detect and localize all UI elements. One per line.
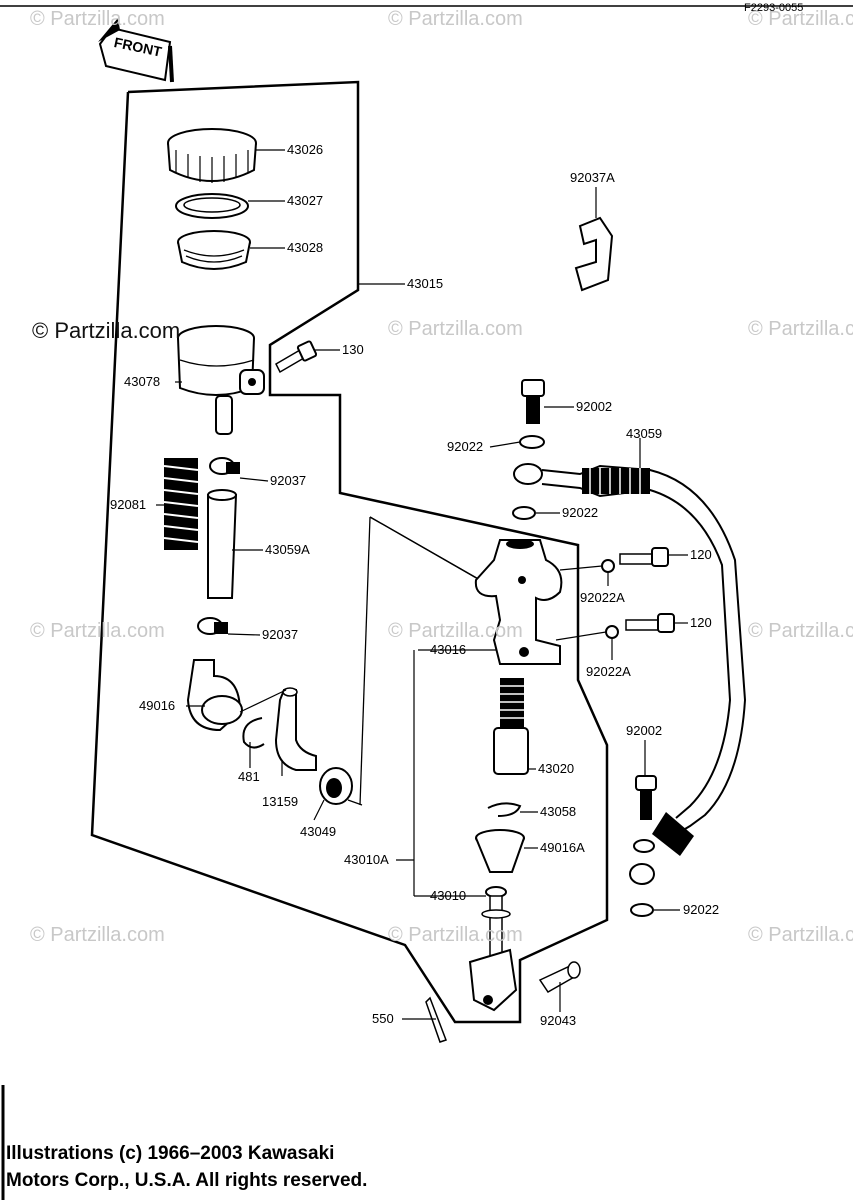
clamp-92037-lower: [197, 617, 228, 635]
watermark: © Partzilla.com: [388, 8, 523, 30]
part-label-43016[interactable]: 43016: [430, 642, 467, 657]
reservoir-cap-43026: [167, 128, 257, 183]
cylinder-body-43016: [474, 539, 563, 665]
reservoir-43078: [177, 325, 265, 435]
part-label-43026[interactable]: 43026: [287, 142, 324, 157]
clamp-92037-upper: [209, 457, 240, 475]
part-label-49016a[interactable]: 49016A: [540, 840, 585, 855]
part-label-43058[interactable]: 43058: [540, 804, 577, 819]
circlip-43058: [487, 802, 522, 817]
copyright-notice: Illustrations (c) 1966–2003 Kawasaki Mot…: [6, 1140, 367, 1194]
part-label-92022-a[interactable]: 92022: [447, 439, 484, 454]
part-label-130[interactable]: 130: [342, 342, 364, 357]
front-arrow: [98, 18, 174, 83]
part-label-92002-lower[interactable]: 92002: [626, 723, 663, 738]
part-label-92081[interactable]: 92081: [110, 497, 147, 512]
watermark: © Partzilla.com: [748, 620, 853, 642]
circlip-481: [242, 717, 265, 749]
banjo-bolt-92002-upper: [521, 379, 545, 424]
part-label-92002-upper[interactable]: 92002: [576, 399, 613, 414]
watermark: © Partzilla.com: [388, 620, 523, 642]
cotter-pin-550: [425, 996, 447, 1043]
part-label-43028[interactable]: 43028: [287, 240, 324, 255]
part-label-92037a[interactable]: 92037A: [570, 170, 615, 185]
push-rod-43010: [468, 886, 518, 1012]
clip-92037a: [574, 216, 614, 292]
watermark: © Partzilla.com: [748, 318, 853, 340]
part-label-120-upper[interactable]: 120: [690, 547, 712, 562]
part-label-49016[interactable]: 49016: [139, 698, 176, 713]
boot-49016a: [475, 829, 525, 873]
diaphragm-43028: [177, 230, 251, 270]
bolt-120-lower: [605, 613, 675, 639]
part-label-43059[interactable]: 43059: [626, 426, 663, 441]
part-label-43015[interactable]: 43015: [407, 276, 444, 291]
bolt-130: [275, 340, 318, 374]
part-label-43010a[interactable]: 43010A: [344, 852, 389, 867]
copyright-line-1: Illustrations (c) 1966–2003 Kawasaki: [6, 1143, 335, 1164]
part-label-43049[interactable]: 43049: [300, 824, 337, 839]
hose-43059a: [207, 489, 238, 599]
fitting-49016: [186, 659, 243, 732]
watermark: © Partzilla.com: [30, 620, 165, 642]
copyright-line-2: Motors Corp., U.S.A. All rights reserved…: [6, 1170, 368, 1191]
diaphragm-plate-43027: [175, 193, 249, 219]
part-label-92037-upper[interactable]: 92037: [270, 473, 307, 488]
watermark: © Partzilla.com: [30, 8, 165, 30]
part-label-92022-c[interactable]: 92022: [683, 902, 720, 917]
part-label-43059a[interactable]: 43059A: [265, 542, 310, 557]
part-label-92037-lower[interactable]: 92037: [262, 627, 299, 642]
part-label-43078[interactable]: 43078: [124, 374, 161, 389]
piston-43020: [493, 678, 529, 775]
bolt-120-upper: [601, 547, 669, 573]
part-label-550[interactable]: 550: [372, 1011, 394, 1026]
watermark-dark: © Partzilla.com: [32, 318, 181, 343]
part-label-120-lower[interactable]: 120: [690, 615, 712, 630]
watermark: © Partzilla.com: [388, 318, 523, 340]
assembly-outline-43015: [90, 80, 609, 1024]
diagram-code: F2293-0055: [744, 2, 804, 14]
part-label-43010[interactable]: 43010: [430, 888, 467, 903]
part-label-92022a-upper[interactable]: 92022A: [580, 590, 625, 605]
watermark: © Partzilla.com: [30, 924, 165, 946]
part-label-92022a-lower[interactable]: 92022A: [586, 664, 631, 679]
leader-lines: [156, 149, 688, 1020]
part-label-92022-b[interactable]: 92022: [562, 505, 599, 520]
washer-92022-lower: [512, 506, 536, 520]
part-label-481[interactable]: 481: [238, 769, 260, 784]
watermark: © Partzilla.com: [748, 8, 853, 30]
seal-43049: [319, 767, 353, 805]
washer-92022-upper-2: [633, 839, 655, 853]
part-label-43020[interactable]: 43020: [538, 761, 575, 776]
brake-hose-43059: [513, 463, 747, 885]
connector-13159: [274, 687, 317, 771]
banjo-bolt-92002-lower: [635, 775, 657, 820]
spring-92081: [163, 458, 199, 550]
part-label-13159[interactable]: 13159: [262, 794, 299, 809]
part-label-92043[interactable]: 92043: [540, 1013, 577, 1028]
clevis-pin-92043: [538, 961, 581, 993]
watermark: © Partzilla.com: [388, 924, 523, 946]
watermark: © Partzilla.com: [748, 924, 853, 946]
part-label-43027[interactable]: 43027: [287, 193, 324, 208]
washer-92022-bottom: [630, 903, 654, 917]
washer-92022-upper: [519, 435, 545, 449]
